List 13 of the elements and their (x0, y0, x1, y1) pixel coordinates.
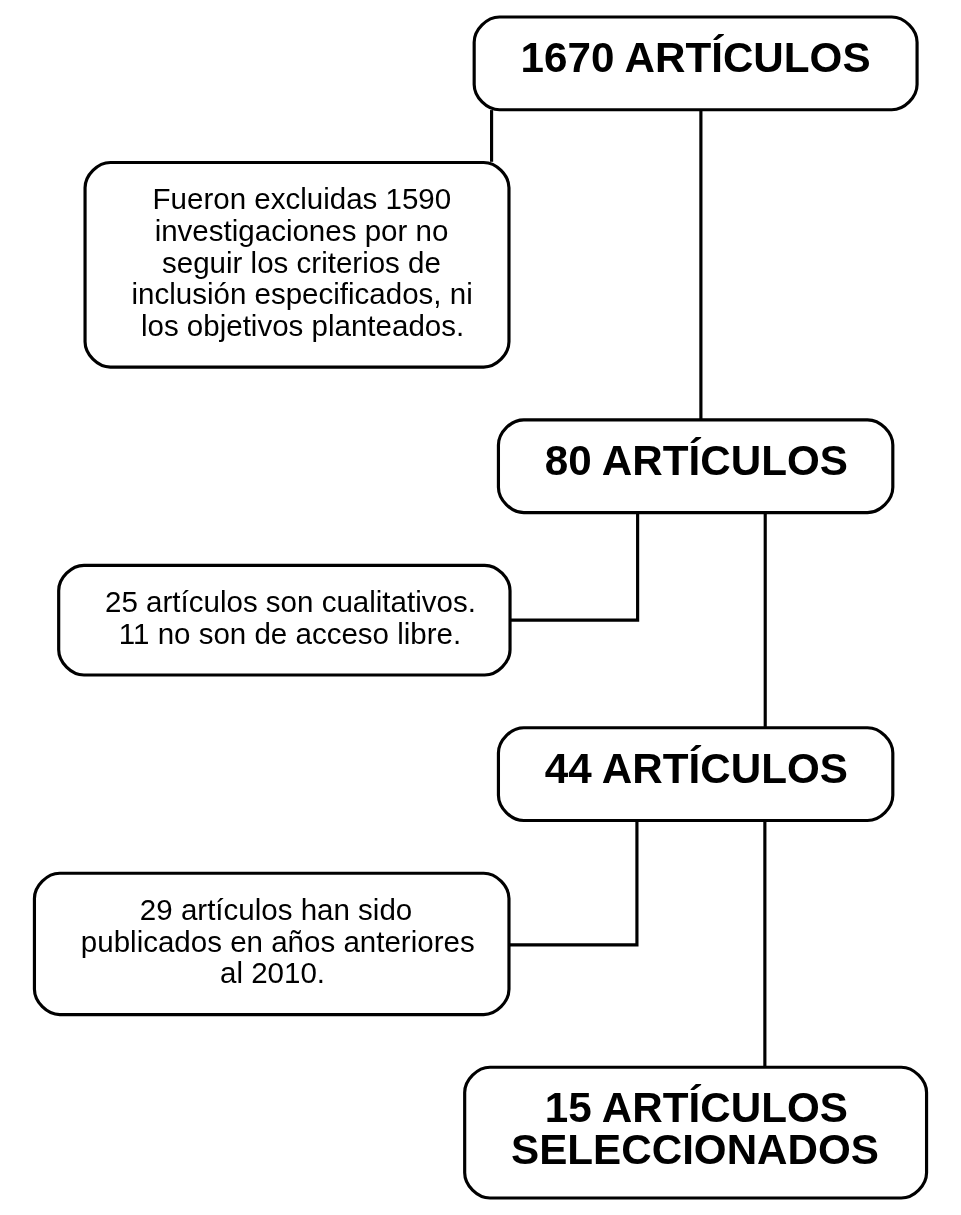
node-box: 80 ARTÍCULOS (496, 418, 895, 515)
node-box: 1670 ARTÍCULOS (472, 15, 919, 112)
node-box: Fueron excluidas 1590 investigaciones por no seguir los criterios de inclusión especificados, ni los objetivos planteados. (83, 160, 511, 369)
connector (763, 512, 767, 727)
node-box: 44 ARTÍCULOS (496, 726, 895, 823)
connector (510, 513, 640, 622)
node-box: 29 artículos han sido publicados en años anteriores al 2010. (32, 871, 511, 1017)
connector (763, 821, 767, 1067)
connector (509, 820, 639, 947)
connector (490, 110, 494, 162)
connector (699, 110, 703, 420)
node-box: 25 artículos son cualitativos. 11 no son de acceso libre. (57, 563, 512, 677)
node-box: 15 ARTÍCULOS SELECCIONADOS (463, 1065, 929, 1200)
